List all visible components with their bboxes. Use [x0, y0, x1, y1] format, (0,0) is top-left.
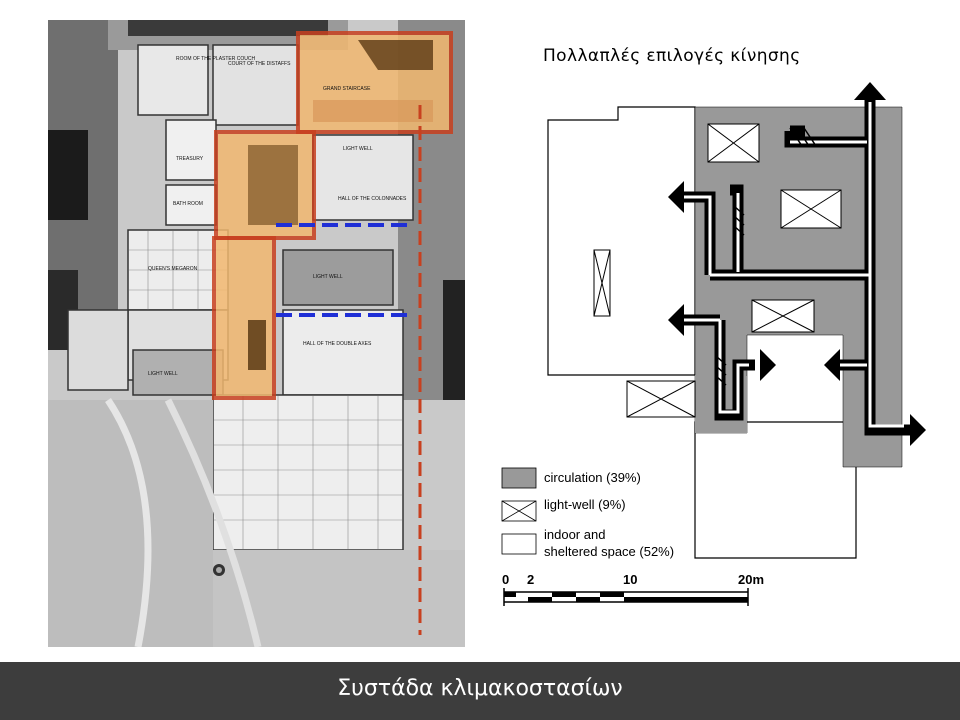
legend-label: light-well (9%) — [544, 497, 626, 512]
indoor-space-left — [547, 106, 696, 376]
scale-tick-label: 20m — [738, 572, 764, 587]
arrow-left-icon — [824, 349, 840, 381]
legend-swatch-indoor — [501, 533, 537, 555]
arrow-left-icon — [668, 181, 684, 213]
plan-label: LIGHT WELL — [313, 274, 343, 280]
staircase-highlight-grand — [296, 31, 453, 134]
scale-tick-label: 10 — [623, 572, 637, 587]
slide-title: Συστάδα κλιμακοστασίων — [337, 676, 623, 701]
arrow-left-icon — [668, 304, 684, 336]
stair-hatch — [714, 127, 817, 386]
plan-label: QUEEN'S MEGARON — [148, 266, 198, 272]
scale-tick-label: 2 — [527, 572, 534, 587]
light-well-box-icon — [501, 500, 537, 522]
diagram-title: Πολλαπλές επιλογές κίνησης — [543, 46, 801, 66]
arrow-right-icon — [910, 414, 926, 446]
plan-label: GRAND STAIRCASE — [323, 86, 371, 92]
legend-swatch-circulation — [501, 467, 537, 489]
legend-label: circulation (39%) — [544, 470, 641, 485]
scale-tick-label: 0 — [502, 572, 509, 587]
plan-label: HALL OF THE COLONNADES — [338, 196, 407, 202]
indoor-space-bottom — [694, 421, 857, 559]
plan-label: BATH ROOM — [173, 201, 203, 207]
legend: circulation (39%) light-well (9%) indoor… — [501, 467, 674, 559]
plan-label: TREASURY — [176, 156, 204, 162]
dark-mass — [128, 20, 328, 36]
plan-label: LIGHT WELL — [148, 371, 178, 377]
dark-mass — [443, 280, 465, 400]
staircase-highlight-lower — [212, 236, 276, 400]
scale-bar: 0 2 10 20m — [502, 572, 764, 606]
plan-label: ROOM OF THE PLASTER COUCH — [176, 56, 255, 62]
plan-label: LIGHT WELL — [343, 146, 373, 152]
legend-label: sheltered space (52%) — [544, 544, 674, 559]
footer-bar: Συστάδα κλιμακοστασίων — [0, 662, 960, 720]
arrow-up-icon — [854, 82, 886, 100]
light-well-box-icon — [593, 123, 842, 418]
plan-label: COURT OF THE DISTAFFS — [228, 61, 291, 67]
dark-mass — [48, 130, 88, 220]
staircase-highlight-middle — [214, 130, 316, 240]
circulation-path-inner — [682, 102, 904, 428]
arrow-right-icon — [760, 349, 776, 381]
circulation-diagram: circulation (39%) light-well (9%) indoor… — [501, 82, 926, 606]
plan-label: HALL OF THE DOUBLE AXES — [303, 341, 372, 347]
palace-plan-image: ROOM OF THE PLASTER COUCH COURT OF THE D… — [48, 20, 465, 647]
legend-label: indoor and — [544, 527, 605, 542]
